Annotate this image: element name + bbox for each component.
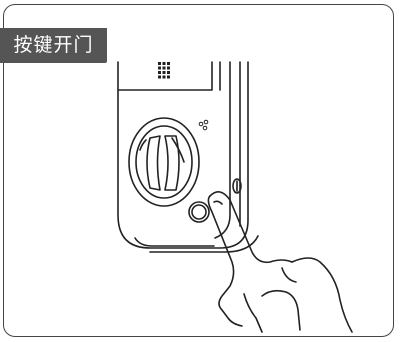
key-cylinder-icon <box>128 117 200 207</box>
cylinder-knob <box>146 135 161 191</box>
lock-side-edge <box>214 61 231 239</box>
hand-icon <box>207 195 243 327</box>
indicator-dots-icon <box>198 119 209 131</box>
doorbell-button-inner <box>191 204 207 220</box>
knuckle-1 <box>261 289 301 331</box>
finger-front <box>209 191 293 264</box>
side-screw-icon <box>232 178 242 194</box>
doorbell-button-icon <box>188 201 210 223</box>
lock-body-inner-edge <box>117 61 213 91</box>
key-cylinder-inner-ring <box>135 125 193 199</box>
lock-bottom-bevel <box>134 237 215 247</box>
keypad-grid-icon <box>158 62 170 79</box>
knuckle-2 <box>281 267 297 283</box>
thumb-line <box>243 293 263 333</box>
lock-body-outline <box>117 61 249 249</box>
lock-bottom-bevel-2 <box>149 235 259 253</box>
feature-title-badge: 按键开门 <box>0 28 107 63</box>
cylinder-knob-2 <box>164 135 180 191</box>
hand-back <box>291 257 353 333</box>
finger-crease <box>213 200 223 205</box>
